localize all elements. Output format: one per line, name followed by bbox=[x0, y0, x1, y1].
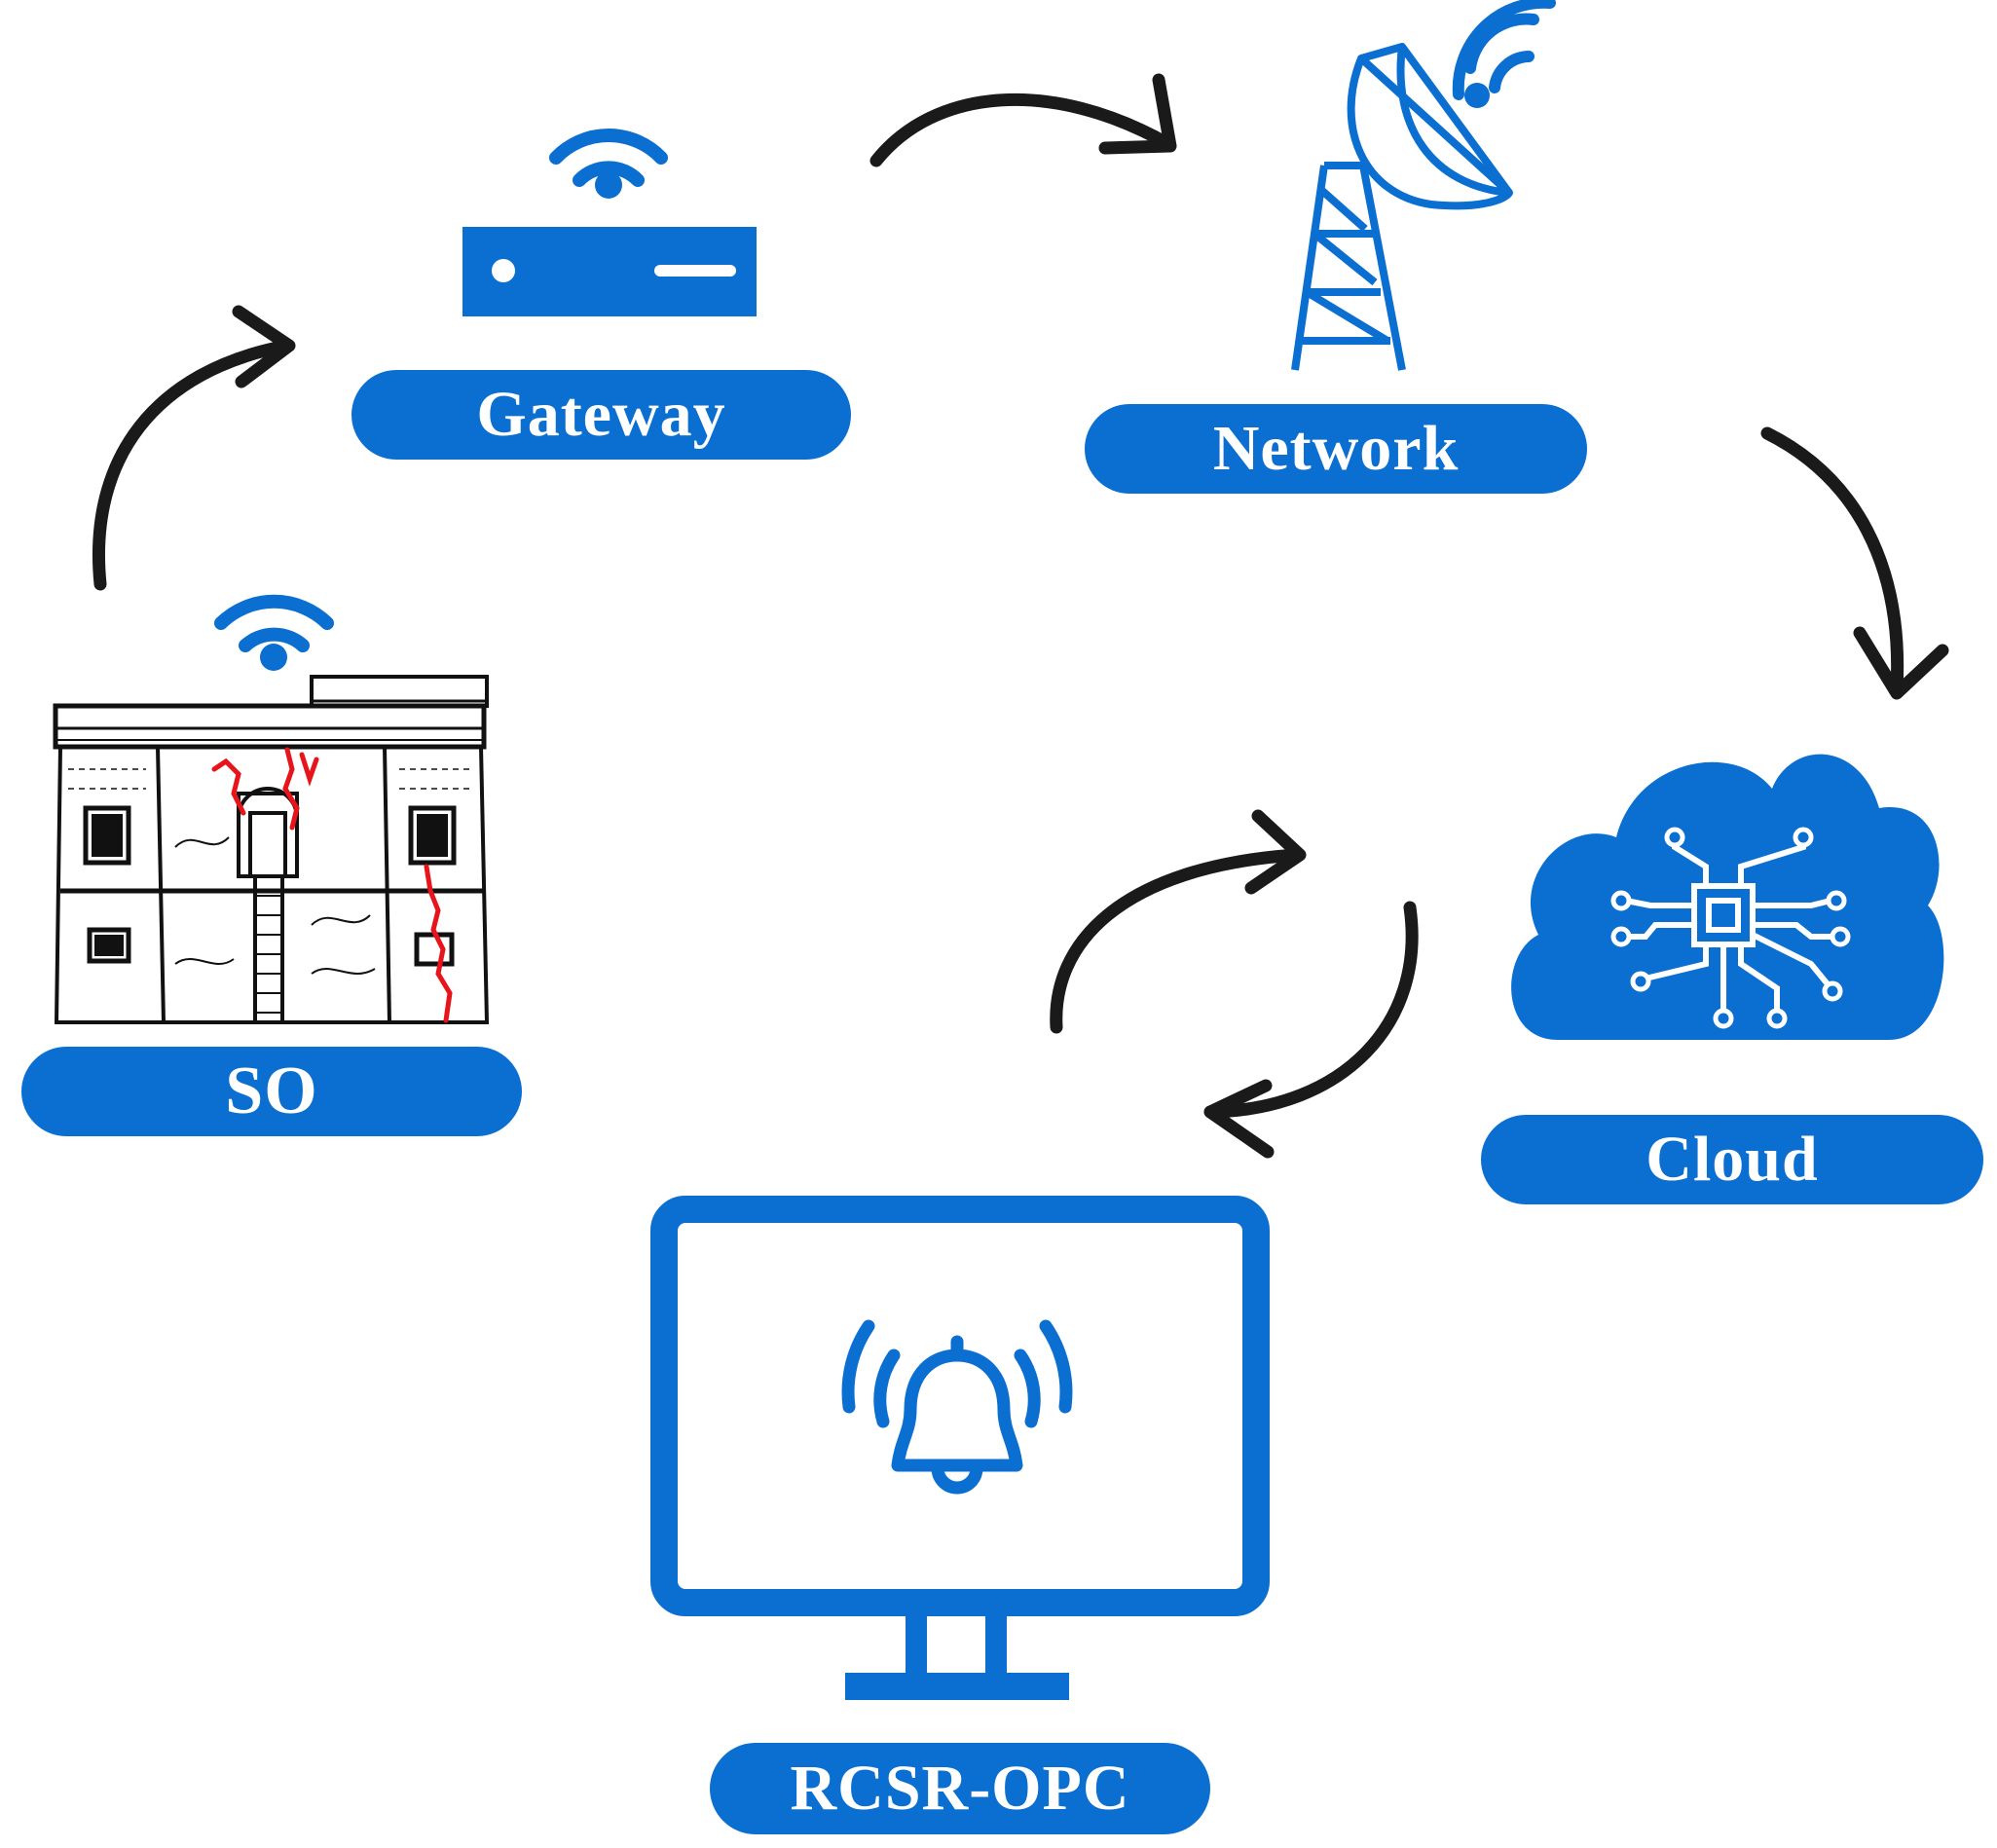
cloud-label-text: Cloud bbox=[1646, 1124, 1819, 1195]
rcsr-opc-label: RCSR-OPC bbox=[710, 1743, 1210, 1834]
network-signal-icon bbox=[1452, 0, 1556, 100]
arrow-cloud-to-rcsr bbox=[1203, 901, 1419, 1159]
monitor-alarm-bell-icon bbox=[650, 1196, 1270, 1700]
antenna-tower-icon bbox=[1291, 0, 1556, 371]
so-wifi-icon bbox=[214, 594, 334, 652]
arrow-rcsr-to-cloud bbox=[1050, 809, 1307, 1034]
arrow-network-to-cloud bbox=[1760, 426, 1949, 700]
cloud-label: Cloud bbox=[1481, 1115, 1983, 1204]
arrow-gateway-to-network bbox=[869, 73, 1177, 167]
arrow-so-to-gateway bbox=[92, 305, 296, 591]
gateway-label: Gateway bbox=[351, 370, 851, 460]
gateway-wifi-icon bbox=[549, 129, 668, 187]
alarm-bell-icon bbox=[841, 1319, 1073, 1495]
so-label: SO bbox=[21, 1047, 522, 1136]
historic-building-icon bbox=[53, 594, 490, 1024]
rcsr-opc-label-text: RCSR-OPC bbox=[790, 1753, 1130, 1824]
network-label-text: Network bbox=[1212, 413, 1460, 484]
so-label-text: SO bbox=[225, 1053, 318, 1128]
gateway-label-text: Gateway bbox=[476, 379, 726, 450]
router-icon bbox=[462, 129, 757, 316]
crack-marks bbox=[211, 747, 453, 1023]
network-label: Network bbox=[1085, 404, 1587, 494]
cloud-chip-icon bbox=[1511, 754, 1944, 1040]
